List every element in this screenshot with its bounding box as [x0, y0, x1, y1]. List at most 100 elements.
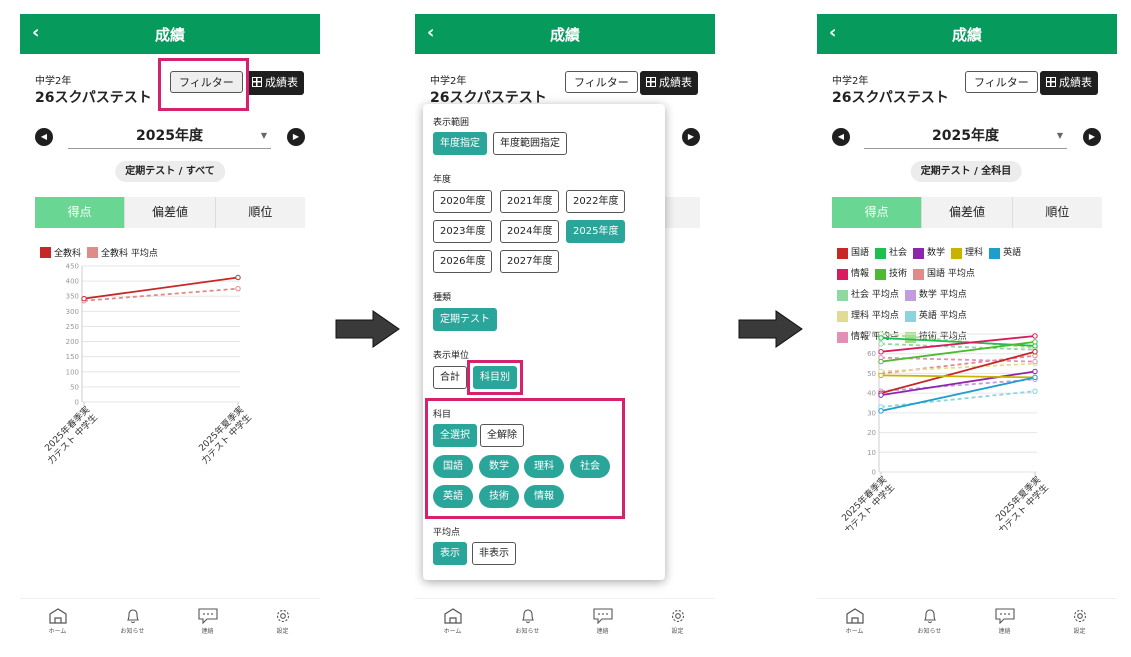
nav-home[interactable]: ホーム	[20, 599, 95, 644]
year-option-2020[interactable]: 2020年度	[433, 190, 493, 213]
data-point[interactable]	[878, 372, 884, 379]
nav-home[interactable]: ホーム	[817, 599, 892, 644]
year-option-2024[interactable]: 2024年度	[500, 220, 560, 243]
legend-item[interactable]: 理科 平均点	[837, 308, 899, 325]
next-year-icon[interactable]: ▶	[1083, 128, 1101, 146]
data-point[interactable]	[878, 349, 884, 355]
data-point[interactable]	[1032, 349, 1038, 355]
subject-pill-english[interactable]: 英語	[433, 485, 473, 508]
data-point[interactable]	[1032, 368, 1038, 375]
grade-table-button[interactable]: 成績表	[246, 71, 304, 95]
chevron-down-icon: ▼	[1056, 131, 1063, 140]
legend-item[interactable]: 数学	[913, 245, 945, 262]
year-select[interactable]: 2025年度▼	[68, 126, 271, 149]
back-icon[interactable]: ‹	[32, 22, 40, 43]
subject-pill-japanese[interactable]: 国語	[433, 455, 473, 478]
filter-summary-chip[interactable]: 定期テスト / 全科目	[910, 161, 1022, 182]
prev-year-icon[interactable]: ◀	[832, 128, 850, 146]
type-option-regular-test[interactable]: 定期テスト	[433, 308, 497, 331]
prev-year-icon[interactable]: ◀	[35, 128, 53, 146]
data-point[interactable]	[1032, 388, 1038, 394]
range-option-year[interactable]: 年度指定	[433, 132, 487, 155]
range-option-year-range[interactable]: 年度範囲指定	[493, 132, 567, 155]
legend-label: 理科	[965, 248, 984, 258]
year-option-2027[interactable]: 2027年度	[500, 250, 560, 273]
legend-item[interactable]: 情報	[837, 266, 869, 283]
year-option-2026[interactable]: 2026年度	[433, 250, 493, 273]
nav-contact-label: 連絡	[596, 628, 609, 635]
nav-settings[interactable]: 設定	[1042, 599, 1117, 644]
nav-home[interactable]: ホーム	[415, 599, 490, 644]
unit-option-total[interactable]: 合計	[433, 366, 467, 389]
series-line	[880, 342, 1036, 351]
data-point[interactable]	[235, 274, 241, 281]
data-point[interactable]	[878, 358, 884, 365]
data-point[interactable]	[1032, 374, 1038, 381]
subject-pill-math[interactable]: 数学	[479, 455, 519, 478]
unit-option-by-subject[interactable]: 科目別	[473, 366, 517, 389]
subject-pill-tech[interactable]: 技術	[479, 485, 519, 508]
filter-button[interactable]: フィルター	[965, 71, 1038, 93]
grade-table-button[interactable]: 成績表	[640, 71, 698, 95]
tab-score[interactable]: 得点	[832, 197, 922, 228]
data-point[interactable]	[878, 408, 884, 414]
tab-rank[interactable]: 順位	[1011, 197, 1102, 228]
legend-item[interactable]: 国語 平均点	[913, 266, 975, 283]
legend-swatch	[913, 248, 925, 259]
filter-button[interactable]: フィルター	[565, 71, 638, 93]
data-point[interactable]	[1032, 339, 1038, 345]
tab-rank[interactable]: 順位	[214, 197, 305, 228]
data-point[interactable]	[878, 341, 884, 347]
year-select[interactable]: 2025年度▼	[864, 126, 1067, 149]
legend-item[interactable]: 技術	[875, 266, 907, 283]
nav-contact[interactable]: 連絡	[967, 599, 1042, 644]
data-point[interactable]	[235, 285, 241, 292]
filter-button[interactable]: フィルター	[170, 71, 243, 93]
next-year-icon[interactable]: ▶	[682, 128, 700, 146]
clear-all-button[interactable]: 全解除	[480, 424, 524, 447]
home-icon	[845, 608, 864, 624]
data-point[interactable]	[1032, 358, 1038, 365]
nav-notice[interactable]: お知らせ	[95, 599, 170, 644]
average-hide[interactable]: 非表示	[472, 542, 516, 565]
back-icon[interactable]: ‹	[427, 22, 435, 43]
filter-summary-chip[interactable]: 定期テスト / すべて	[115, 161, 225, 182]
data-point[interactable]	[878, 335, 884, 341]
legend-item[interactable]: 全教科 平均点	[87, 246, 158, 259]
nav-settings[interactable]: 設定	[245, 599, 320, 644]
data-point[interactable]	[1032, 333, 1038, 339]
year-option-2022[interactable]: 2022年度	[566, 190, 626, 213]
nav-notice[interactable]: お知らせ	[892, 599, 967, 644]
nav-notice[interactable]: お知らせ	[490, 599, 565, 644]
legend-item[interactable]: 社会 平均点	[837, 287, 899, 304]
legend-item[interactable]: 国語	[837, 245, 869, 262]
nav-notice-label: お知らせ	[515, 628, 540, 635]
tab-deviation[interactable]: 偏差値	[124, 197, 214, 228]
subject-pill-science[interactable]: 理科	[524, 455, 564, 478]
legend-item[interactable]: 情報 平均点	[837, 329, 899, 346]
legend-item[interactable]: 全教科	[40, 246, 81, 259]
legend-item[interactable]: 数学 平均点	[904, 287, 967, 304]
year-option-2023[interactable]: 2023年度	[433, 220, 493, 243]
back-icon[interactable]: ‹	[829, 22, 837, 43]
data-point[interactable]	[81, 295, 87, 302]
tab-deviation[interactable]: 偏差値	[921, 197, 1011, 228]
legend-item[interactable]: 英語	[989, 245, 1021, 262]
year-option-2025[interactable]: 2025年度	[566, 220, 626, 243]
select-all-button[interactable]: 全選択	[433, 424, 477, 447]
subject-pill-info[interactable]: 情報	[524, 485, 564, 508]
legend-item[interactable]: 社会	[875, 245, 907, 262]
average-show[interactable]: 表示	[433, 542, 467, 565]
subject-pill-social[interactable]: 社会	[570, 455, 610, 478]
next-year-icon[interactable]: ▶	[287, 128, 305, 146]
tab-score[interactable]: 得点	[35, 197, 125, 228]
nav-contact[interactable]: 連絡	[565, 599, 640, 644]
nav-contact[interactable]: 連絡	[170, 599, 245, 644]
y-tick-label: 60	[867, 350, 876, 358]
legend-item[interactable]: 理科	[951, 245, 983, 262]
nav-settings[interactable]: 設定	[640, 599, 715, 644]
data-point[interactable]	[878, 392, 884, 398]
year-option-2021[interactable]: 2021年度	[500, 190, 560, 213]
legend-item[interactable]: 英語 平均点	[904, 308, 967, 325]
grade-table-button[interactable]: 成績表	[1040, 71, 1098, 95]
